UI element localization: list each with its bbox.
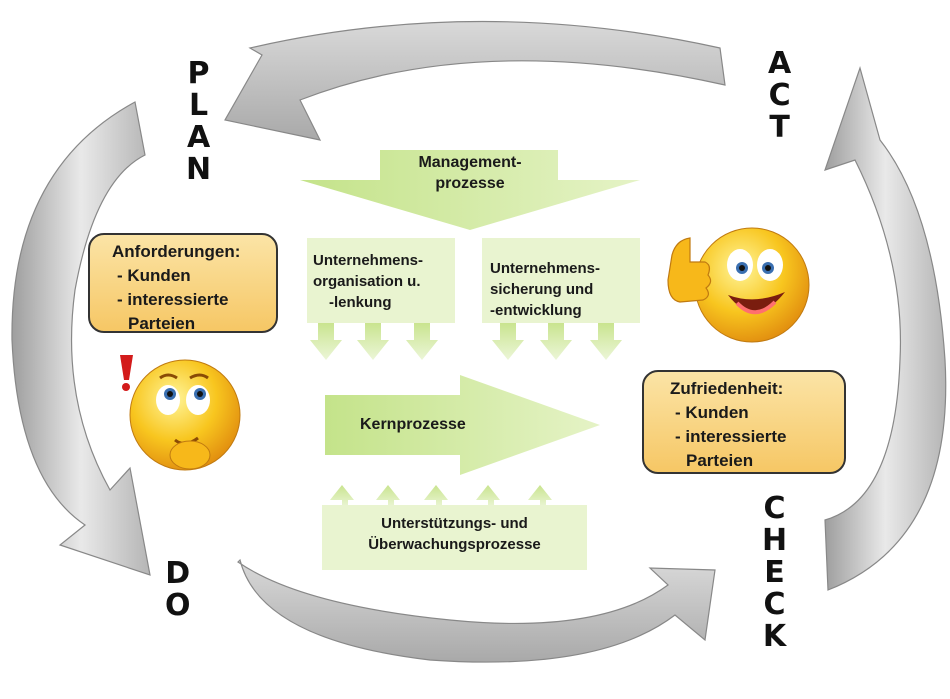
requirements-title: Anforderungen: [112, 242, 241, 261]
up-arrows [330, 485, 552, 508]
thumbs-up-smiley-icon [667, 227, 810, 343]
security-line: sicherung und [490, 281, 594, 298]
do-label: D O [165, 558, 191, 622]
security-box [482, 238, 640, 323]
satisfaction-title: Zufriedenheit: [670, 379, 784, 398]
org-box [307, 238, 455, 323]
security-line: Unternehmens- [490, 260, 601, 277]
management-label: Management- prozesse [385, 152, 555, 194]
check-letter: C [763, 587, 786, 622]
satisfaction-item: Parteien [686, 451, 754, 470]
requirements-text: Anforderungen: - Kunden - interessierte … [112, 240, 240, 336]
management-line: Management- [418, 154, 522, 171]
support-line: Überwachungsprozesse [368, 536, 541, 553]
act-letter: T [769, 110, 790, 145]
requirements-item: Parteien [128, 314, 196, 333]
do-letter: D [165, 556, 191, 591]
support-box [322, 505, 587, 570]
security-label: Unternehmens- sicherung und -entwicklung [490, 258, 600, 321]
act-label: A C T [768, 48, 791, 144]
org-line: Unternehmens- [313, 252, 424, 269]
check-letter: K [762, 619, 787, 654]
check-label: C H E C K [762, 493, 787, 653]
act-to-plan-arrow [224, 20, 726, 141]
plan-letter: L [188, 88, 209, 123]
satisfaction-text: Zufriedenheit: - Kunden - interessierte … [670, 377, 787, 473]
requirements-item: - Kunden [117, 266, 191, 285]
do-to-check-arrow [237, 558, 716, 663]
org-label: Unternehmens- organisation u. -lenkung [313, 250, 423, 313]
thinking-smiley-icon [129, 359, 241, 471]
satisfaction-box [642, 370, 846, 474]
support-line: Unterstützungs- und [381, 515, 528, 532]
plan-to-do-arrow [11, 101, 151, 576]
org-line: organisation u. [313, 273, 421, 290]
satisfaction-item: - Kunden [675, 403, 749, 422]
management-line: prozesse [435, 175, 505, 192]
check-letter: E [764, 555, 785, 590]
plan-letter: A [186, 120, 211, 155]
security-line: -entwicklung [490, 302, 582, 319]
org-line: -lenkung [329, 294, 392, 311]
down-arrows [310, 323, 622, 360]
support-label: Unterstützungs- und Überwachungsprozesse [322, 513, 587, 555]
check-to-act-arrow [824, 65, 947, 591]
plan-letter: P [187, 56, 210, 91]
core-process-arrow [325, 375, 600, 475]
do-letter: O [165, 588, 191, 623]
act-letter: C [768, 78, 791, 113]
exclamation-icon [120, 355, 133, 391]
check-letter: C [763, 491, 786, 526]
plan-label: P L A N [186, 58, 211, 186]
requirements-box [88, 233, 278, 333]
check-letter: H [762, 523, 788, 558]
management-arrow [300, 150, 640, 230]
requirements-item: - interessierte [117, 290, 229, 309]
satisfaction-item: - interessierte [675, 427, 787, 446]
act-letter: A [768, 46, 792, 81]
core-process-label: Kernprozesse [360, 416, 466, 433]
plan-letter: N [186, 152, 212, 187]
